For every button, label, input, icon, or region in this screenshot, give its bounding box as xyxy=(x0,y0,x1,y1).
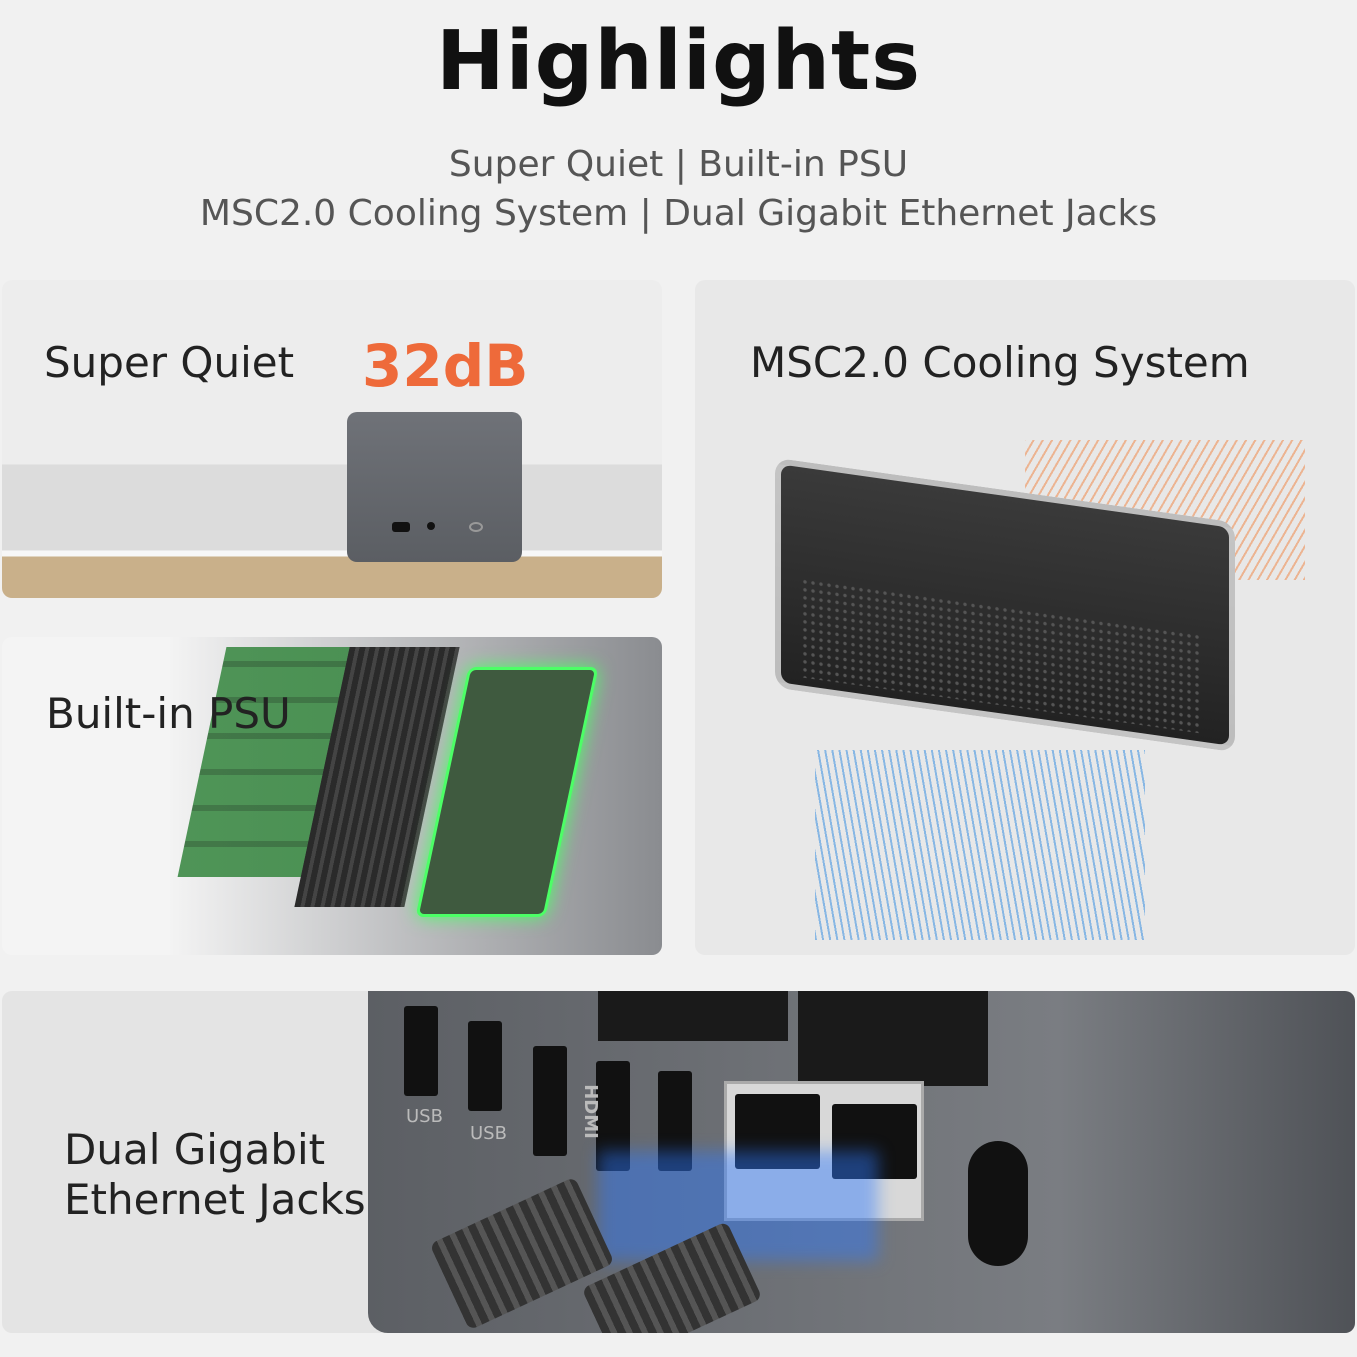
usb-c-port xyxy=(658,1071,692,1171)
port-label: HDMI xyxy=(579,1084,601,1139)
subtitle-line-2: MSC2.0 Cooling System | Dual Gigabit Eth… xyxy=(199,193,1158,234)
noise-badge: 32dB xyxy=(362,332,529,400)
panel-cooling-system: MSC2.0 Cooling System xyxy=(695,280,1355,955)
hdmi-port xyxy=(596,1061,630,1171)
ethernet-glow xyxy=(598,1151,878,1261)
panel-super-quiet: Super Quiet 32dB xyxy=(2,280,662,598)
page-title: Highlights xyxy=(435,14,922,109)
panel-label: Super Quiet xyxy=(44,338,295,387)
cool-airflow-graphic xyxy=(815,750,1145,940)
subtitle-line-1: Super Quiet | Built-in PSU xyxy=(448,144,909,185)
lan-port xyxy=(735,1094,820,1169)
ethernet-ports xyxy=(724,1081,924,1221)
usb-port xyxy=(468,1021,502,1111)
lan-port xyxy=(832,1104,917,1179)
port-label: USB xyxy=(470,1123,507,1144)
panel-ethernet: Dual Gigabit Ethernet Jacks USB USB HDMI xyxy=(2,991,1355,1333)
port-label: USB xyxy=(406,1106,443,1127)
panel-built-in-psu: Built-in PSU xyxy=(2,637,662,955)
panel-label: Built-in PSU xyxy=(46,689,291,738)
power-socket xyxy=(968,1141,1028,1266)
mini-pc-image xyxy=(347,412,522,562)
panel-label-line-1: Dual Gigabit xyxy=(64,1125,326,1174)
usb-port xyxy=(404,1006,438,1096)
panel-label: MSC2.0 Cooling System xyxy=(750,338,1250,387)
mini-pc-rear-image: USB USB HDMI xyxy=(368,991,1355,1333)
panel-label-line-2: Ethernet Jacks xyxy=(64,1175,366,1224)
hdmi-port xyxy=(533,1046,567,1156)
